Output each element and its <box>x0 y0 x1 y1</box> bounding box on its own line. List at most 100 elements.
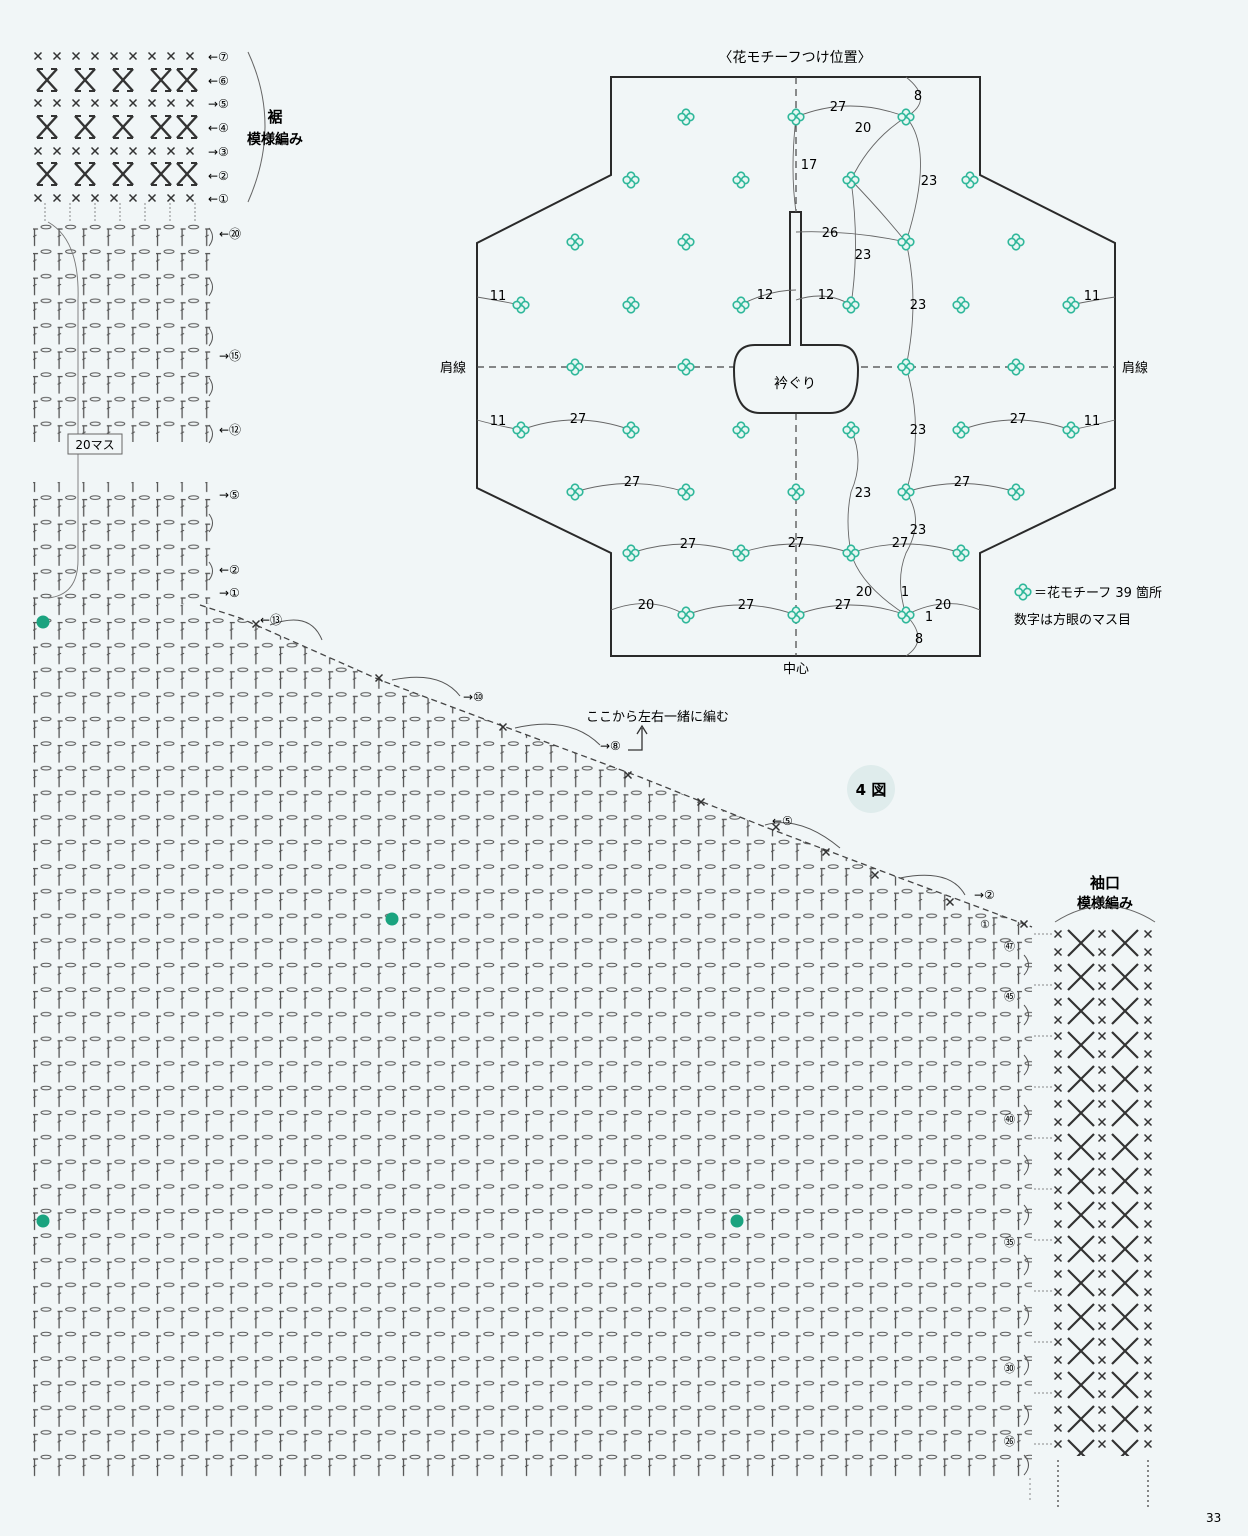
slope-turns <box>269 619 966 896</box>
dim-number: 20 <box>935 598 952 613</box>
dim-number: 27 <box>570 412 587 427</box>
flower-motif-icon <box>566 483 584 501</box>
hem-bracket <box>247 51 266 203</box>
edge-number: ㉖ <box>1004 1435 1015 1448</box>
row-label: →② <box>974 888 995 902</box>
stitch-chart: 20マス ←⑳ →⑮ ←⑫ →⑤ ←② →① ←⑬ →⑩ <box>33 221 1033 1500</box>
dim-number: 12 <box>818 288 835 303</box>
column-turns <box>208 227 213 581</box>
sweater-outline <box>476 76 1116 657</box>
row-label: →⑧ <box>600 739 621 753</box>
flower-motif-icon <box>622 421 640 439</box>
dim-number: 20 <box>855 121 872 136</box>
edge-number: ㊵ <box>1004 1113 1015 1126</box>
hem-row-label: ←① <box>208 192 229 206</box>
hem-cross-rows <box>35 67 199 187</box>
flower-motif-icon <box>1007 233 1025 251</box>
flower-motif-icon <box>732 171 750 189</box>
flower-motif-icon <box>1007 483 1025 501</box>
center-label: 中心 <box>783 662 809 677</box>
dim-number: 27 <box>788 536 805 551</box>
flower-motif-icon <box>1062 421 1080 439</box>
flower-motif-icon <box>952 296 970 314</box>
row-label: →⑩ <box>463 690 484 704</box>
edge-number: ㉟ <box>1004 1236 1015 1249</box>
body-stitch-grid <box>33 602 1032 1478</box>
flower-motif-icon <box>897 233 915 251</box>
legend-motif-count: ＝花モチーフ 39 箇所 <box>1034 585 1162 601</box>
dim-number: 27 <box>738 598 755 613</box>
dim-number: 23 <box>910 298 927 313</box>
join-note: ここから左右一緒に編む <box>586 709 729 725</box>
motif-position-dot-icon <box>730 1214 744 1228</box>
flower-motif-icon <box>842 544 860 562</box>
hem-row-label: ←② <box>208 169 229 183</box>
dimension-numbers: 27 20 8 17 23 26 23 23 12 12 11 11 11 27… <box>490 89 1101 647</box>
flower-motif-icon <box>1007 358 1025 376</box>
edge-row-numbers: ① ㊼ ㊺ ㊵ ㉟ ㉚ ㉖ <box>980 918 1015 1448</box>
hem-row-label: →⑤ <box>208 97 229 111</box>
dim-number: 1 <box>901 585 909 600</box>
hem-row-label: ←⑦ <box>208 50 229 64</box>
row-label: ←⑫ <box>219 423 241 437</box>
motif-position-dot-icon <box>36 615 50 629</box>
flower-motif-icon <box>677 483 695 501</box>
flower-motif-icon <box>952 421 970 439</box>
column-upper-block <box>33 224 211 442</box>
dim-number: 23 <box>910 523 927 538</box>
dim-number: 27 <box>1010 412 1027 427</box>
dim-number: 23 <box>855 486 872 501</box>
flower-motif-icon <box>897 108 915 126</box>
hem-row-labels: ←⑦ ←⑥ →⑤ ←④ →③ ←② ←① <box>208 50 229 206</box>
flower-motif-icon <box>677 358 695 376</box>
flower-motif-icon <box>622 171 640 189</box>
row-label: →① <box>219 586 240 600</box>
dim-number: 27 <box>892 536 909 551</box>
dim-number: 8 <box>914 89 922 104</box>
dim-number: 23 <box>855 248 872 263</box>
flower-motif-icon <box>952 544 970 562</box>
flower-motif-icon <box>787 483 805 501</box>
dim-number: 27 <box>624 475 641 490</box>
flower-motif-icon <box>1014 583 1032 601</box>
right-edge-turns <box>1023 954 1029 1476</box>
hem-row-label: ←⑥ <box>208 74 229 88</box>
flower-motif-icon <box>732 544 750 562</box>
flower-motif-icon <box>732 296 750 314</box>
width-box <box>67 433 123 455</box>
placement-diagram: 〈花モチーフつけ位置〉 衿ぐり 肩線 肩線 中心 <box>440 50 1162 677</box>
column-lower-block <box>33 482 211 604</box>
join-arrow-icon <box>628 724 648 751</box>
row-label: ←⑤ <box>772 814 793 828</box>
slope-row-labels: ←⑬ →⑩ →⑧ ←⑤ →② <box>260 613 995 902</box>
flower-motif-icon <box>566 233 584 251</box>
dim-number: 27 <box>680 537 697 552</box>
dim-number: 23 <box>910 423 927 438</box>
dim-number: 17 <box>801 158 818 173</box>
cuff-connectors <box>1034 933 1052 1445</box>
flower-motif-icon <box>512 421 530 439</box>
dim-number: 11 <box>1084 289 1101 304</box>
flower-motif-icon <box>677 108 695 126</box>
flower-motif-icon <box>512 296 530 314</box>
edge-number: ㉚ <box>1004 1362 1015 1375</box>
flower-motif-icon <box>897 606 915 624</box>
flower-motif-icon <box>961 171 979 189</box>
cuff-stitch-grid <box>1050 926 1160 1456</box>
neck-opening <box>732 211 860 414</box>
dim-number: 1 <box>925 610 933 625</box>
row-label: ←⑳ <box>219 227 241 241</box>
flower-motif-icon <box>897 358 915 376</box>
flower-motif-icon <box>897 483 915 501</box>
cuff-continuation <box>1057 1460 1149 1510</box>
neckline-label: 衿ぐり <box>774 376 816 392</box>
legend-note: 数字は方眼のマス目 <box>1014 612 1131 628</box>
flower-motif-icon <box>732 421 750 439</box>
hem-pattern: ←⑦ ←⑥ →⑤ ←④ →③ ←② ←① 裾 模様編み <box>33 50 303 222</box>
edge-number: ㊺ <box>1004 990 1015 1003</box>
hem-row-label: →③ <box>208 145 229 159</box>
row-label: →⑤ <box>219 488 240 502</box>
edge-number: ① <box>980 918 990 931</box>
dim-number: 11 <box>1084 414 1101 429</box>
